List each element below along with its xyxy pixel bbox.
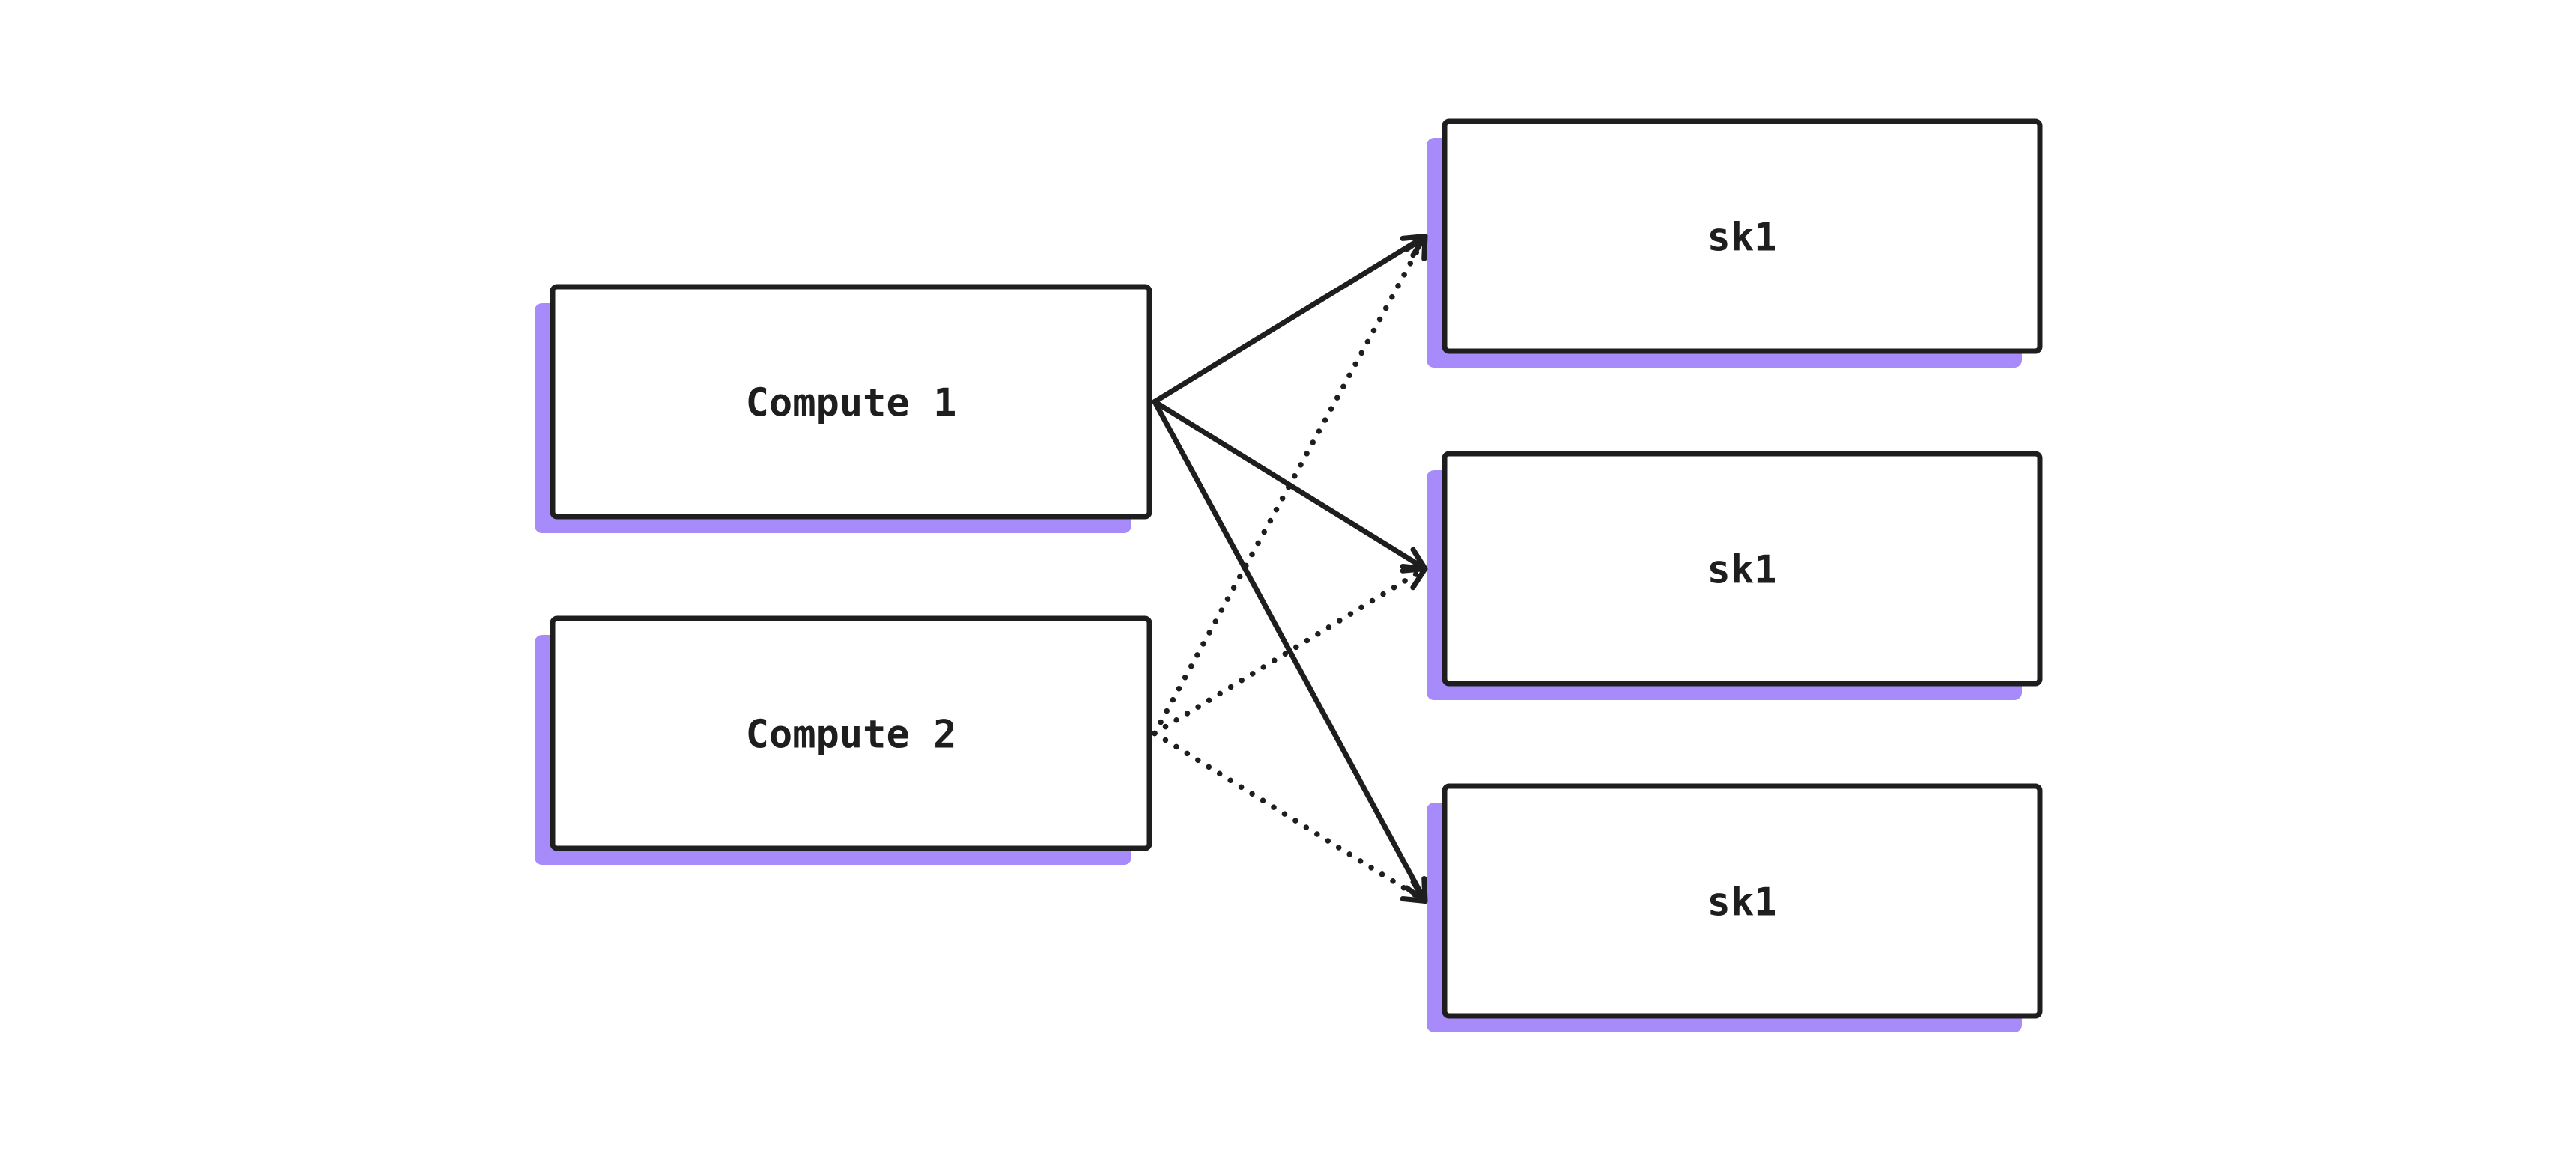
arrowhead-icon-compute-2-sk1-bottom (1400, 879, 1428, 904)
node-box-sk1-bottom (1442, 783, 2043, 1019)
node-box-sk1-top (1442, 118, 2043, 354)
edge-connector-compute-2-sk1-middle (1152, 565, 1428, 737)
node-box-compute-1 (550, 284, 1152, 520)
edge-connector-compute-2-sk1-top (1152, 233, 1428, 737)
node-box-sk1-middle (1442, 451, 2043, 687)
arrowhead-icon-compute-2-sk1-top (1404, 234, 1428, 261)
node-label-compute-2: Compute 2 (746, 713, 957, 758)
arrowhead-icon-compute-2-sk1-middle (1400, 566, 1428, 591)
edge-connector-compute-2-sk1-bottom (1152, 730, 1428, 904)
edge-connector-compute-1-sk1-top (1152, 234, 1428, 404)
node-box-compute-2 (550, 615, 1152, 851)
node-label-sk1-top: sk1 (1707, 216, 1778, 261)
node-label-compute-1: Compute 1 (746, 381, 957, 426)
edge-connector-compute-1-sk1-bottom (1152, 399, 1428, 904)
node-label-sk1-middle: sk1 (1707, 548, 1778, 593)
node-label-sk1-bottom: sk1 (1707, 880, 1778, 925)
